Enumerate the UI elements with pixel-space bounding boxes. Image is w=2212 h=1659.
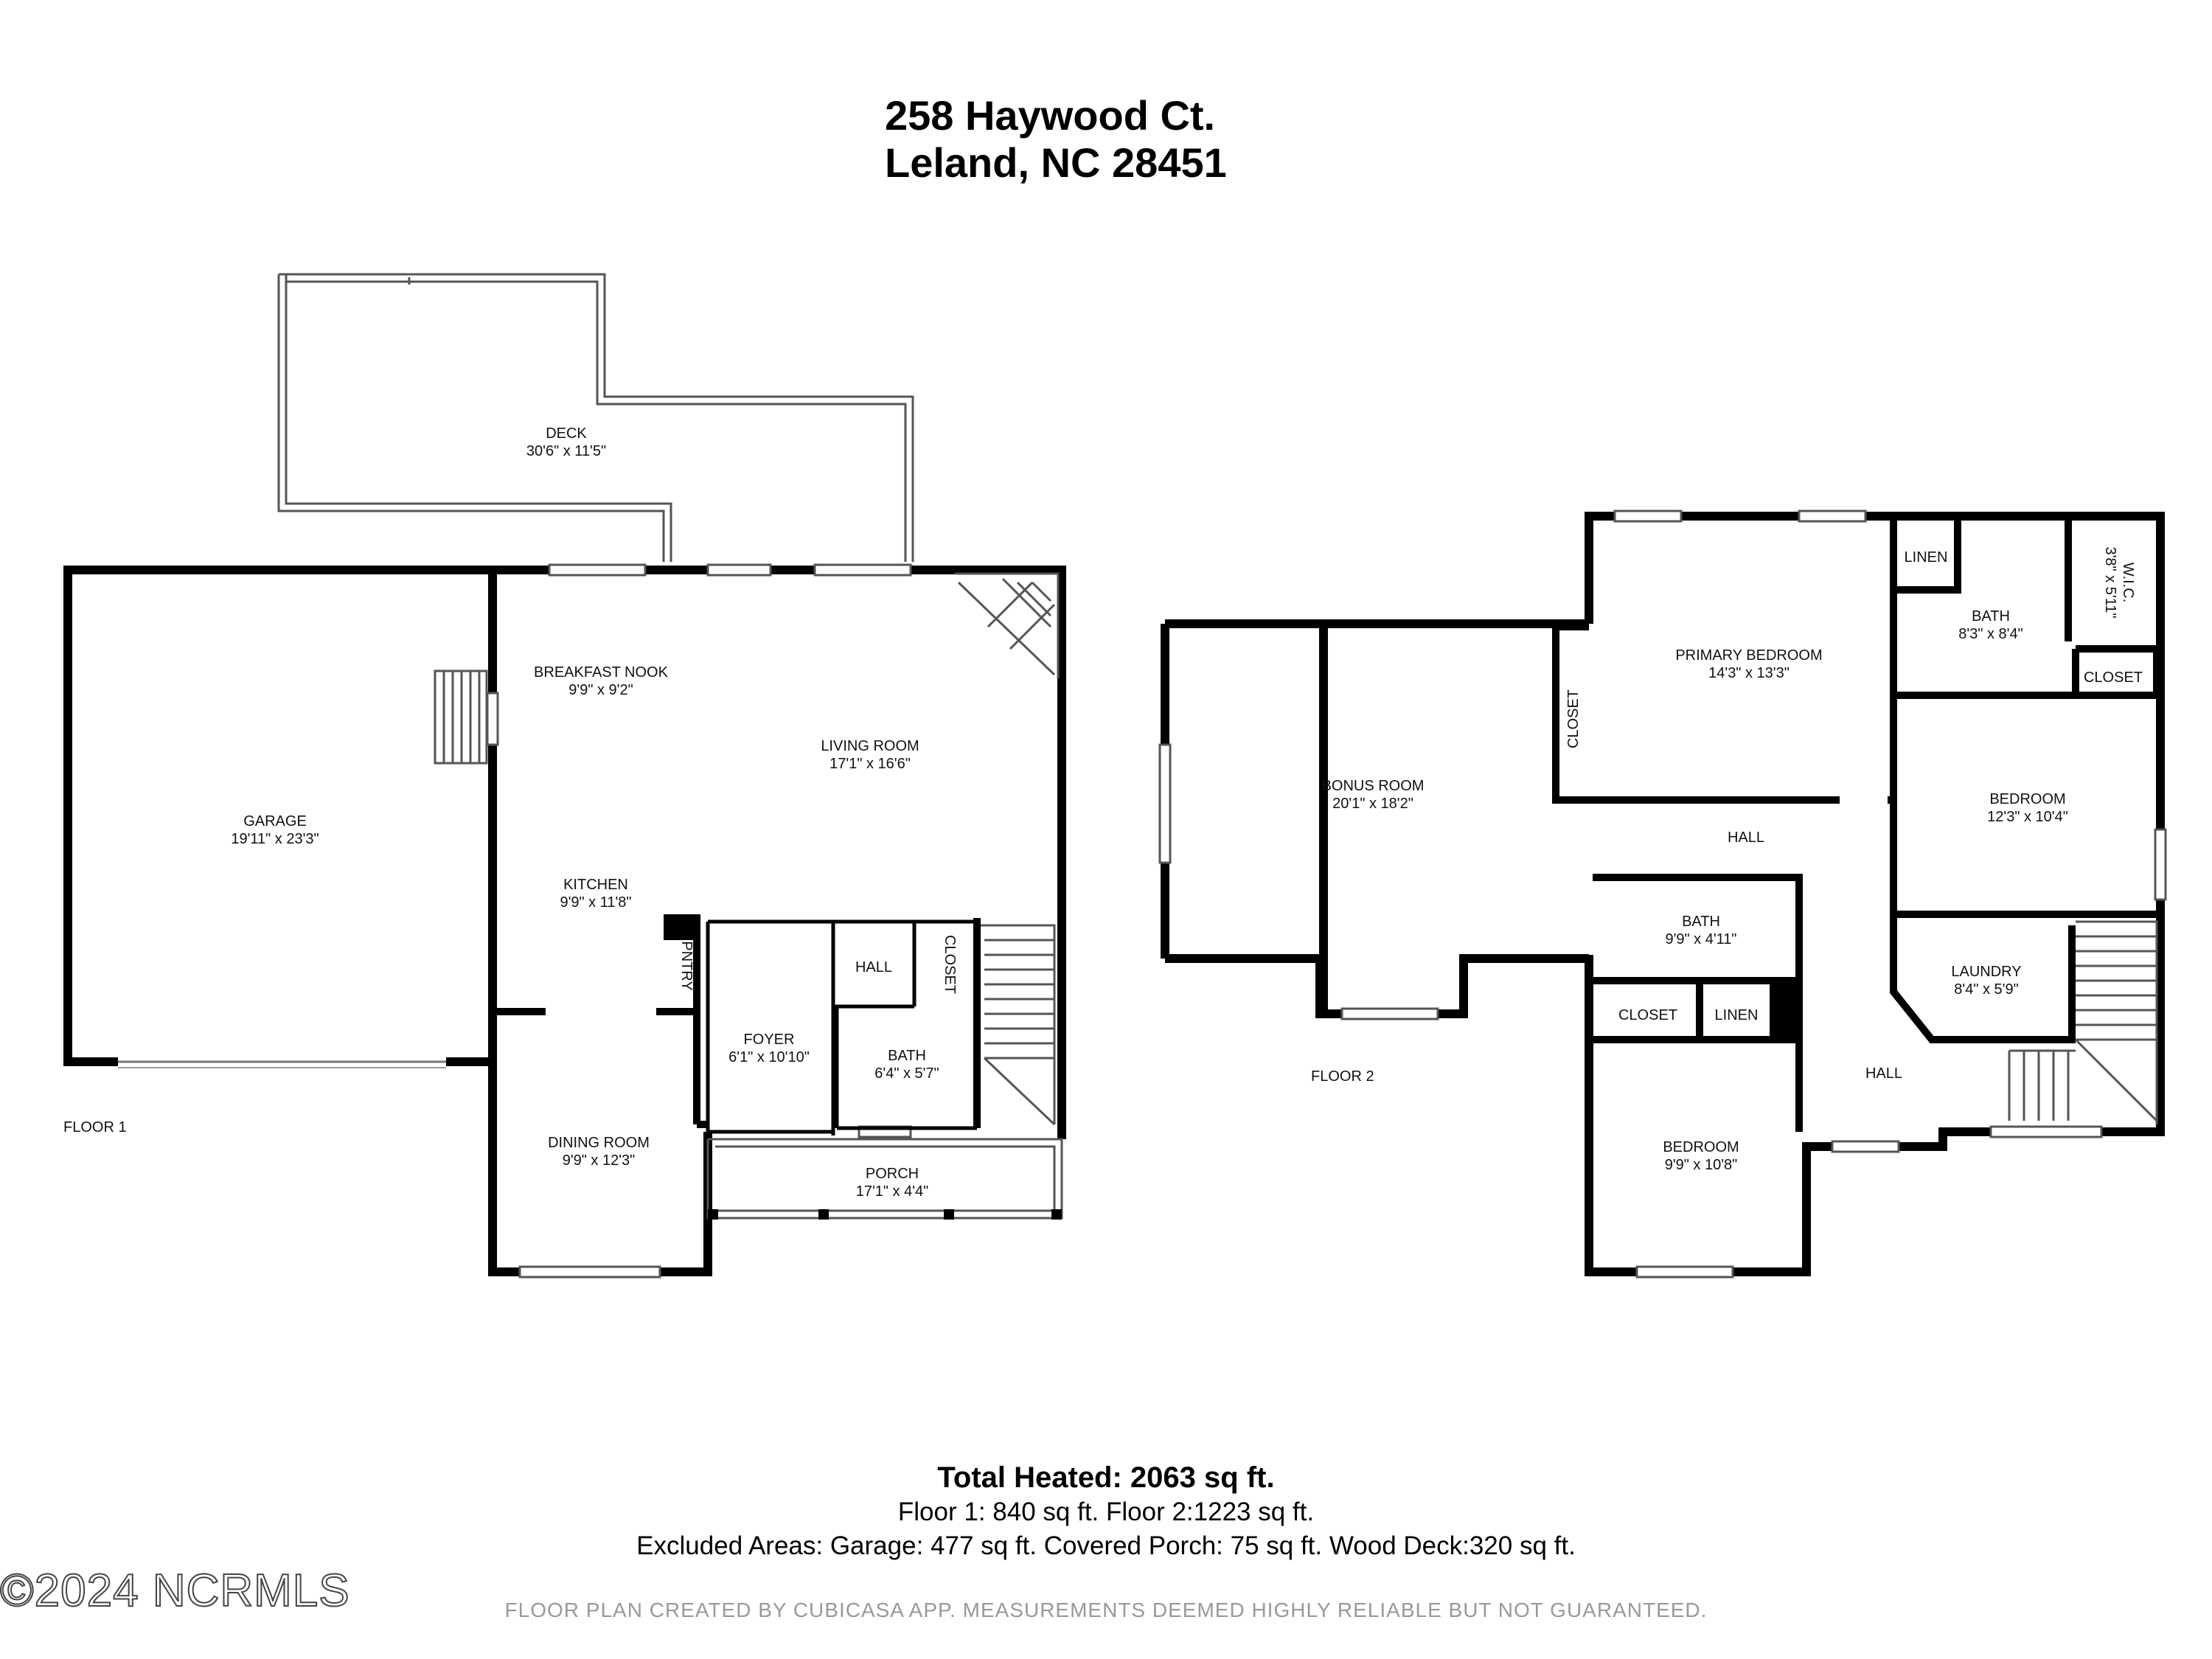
floor-1-plan: DECK 30'6" x 11'5" GARAGE 19'11" x 23'3"… <box>63 273 1066 1279</box>
pantry-block <box>664 918 697 940</box>
primary-bedroom-dims: 14'3" x 13'3" <box>1708 665 1790 681</box>
porch-name: PORCH <box>866 1166 919 1182</box>
bath-primary-name: BATH <box>1972 608 2010 625</box>
bonus-room-dims: 20'1" x 18'2" <box>1332 796 1413 812</box>
address-line-1: 258 Haywood Ct. <box>885 92 1216 139</box>
floor-1-labels: DECK 30'6" x 11'5" GARAGE 19'11" x 23'3"… <box>63 425 958 1200</box>
bedroom-right-name: BEDROOM <box>1989 791 2065 807</box>
deck-dims: 30'6" x 11'5" <box>526 443 606 459</box>
bath-hall-name: BATH <box>1682 914 1720 930</box>
closet-right-name: CLOSET <box>2084 669 2143 686</box>
linen-top-name: LINEN <box>1905 549 1948 566</box>
living-room-dims: 17'1" x 16'6" <box>830 756 911 772</box>
address-title: 258 Haywood Ct. Leland, NC 28451 <box>885 92 1253 187</box>
closet-name: CLOSET <box>942 935 958 994</box>
dining-room-dims: 9'9" x 12'3" <box>563 1152 636 1169</box>
floor-1-interior-walls <box>493 914 981 1128</box>
hall-bottom-name: HALL <box>1865 1065 1902 1082</box>
garage-name: GARAGE <box>243 813 307 830</box>
total-heated: Total Heated: 2063 sq ft. <box>937 1461 1275 1494</box>
pantry-name: PNTRY <box>678 941 695 990</box>
floor-2-interior-walls <box>1552 520 2160 1132</box>
linen-small-name: LINEN <box>1715 1007 1759 1023</box>
breakfast-nook-dims: 9'9" x 9'2" <box>568 682 633 698</box>
kitchen-dims: 9'9" x 11'8" <box>560 894 631 911</box>
floor-2-label: FLOOR 2 <box>1311 1068 1374 1085</box>
foyer-dims: 6'1" x 10'10" <box>728 1049 810 1065</box>
floor-1-label: FLOOR 1 <box>63 1119 127 1135</box>
bedroom-bottom-dims: 9'9" x 10'8" <box>1665 1157 1738 1173</box>
hall-name: HALL <box>855 959 892 975</box>
deck-outline <box>277 273 914 562</box>
bedroom-right-dims: 12'3" x 10'4" <box>1987 809 2068 825</box>
bath-name: BATH <box>888 1048 926 1064</box>
excluded-areas: Excluded Areas: Garage: 477 sq ft. Cover… <box>636 1531 1576 1560</box>
porch-dims: 17'1" x 4'4" <box>856 1183 929 1200</box>
floor-2-plan: BONUS ROOM 20'1" x 18'2" CLOSET PRIMARY … <box>1158 509 2167 1279</box>
closet-small-name: CLOSET <box>1618 1007 1677 1023</box>
hall-stairs-floor-2 <box>2008 920 2158 1124</box>
disclaimer-text: FLOOR PLAN CREATED BY CUBICASA APP. MEAS… <box>504 1599 1708 1621</box>
wic-dims: 3'8" x 5'11" <box>2102 546 2118 618</box>
living-room-name: LIVING ROOM <box>821 738 919 754</box>
bath-hall-dims: 9'9" x 4'11" <box>1665 931 1736 947</box>
hall-stairs-floor-1 <box>981 924 1056 1126</box>
floor-2-windows <box>1158 509 2167 1279</box>
garage-dims: 19'11" x 23'3" <box>231 831 319 847</box>
breakfast-nook-name: BREAKFAST NOOK <box>534 664 669 681</box>
bath-primary-dims: 8'3" x 8'4" <box>1958 626 2023 642</box>
floor-2-labels: BONUS ROOM 20'1" x 18'2" CLOSET PRIMARY … <box>1311 546 2143 1173</box>
bath-dims: 6'4" x 5'7" <box>874 1065 939 1082</box>
laundry-name: LAUNDRY <box>1951 964 2021 980</box>
bedroom-bottom-name: BEDROOM <box>1663 1139 1739 1155</box>
garage-steps <box>434 669 488 765</box>
closet-vertical-name: CLOSET <box>1565 689 1582 748</box>
hall-top-name: HALL <box>1728 830 1764 846</box>
laundry-dims: 8'4" x 5'9" <box>1954 981 2018 998</box>
bonus-room-name: BONUS ROOM <box>1322 778 1425 794</box>
primary-bedroom-name: PRIMARY BEDROOM <box>1675 647 1822 664</box>
wic-name: W.I.C. <box>2120 563 2136 602</box>
area-summary: Total Heated: 2063 sq ft. Floor 1: 840 s… <box>0 1460 2212 1563</box>
linen-block <box>1770 981 1799 1040</box>
address-line-2: Leland, NC 28451 <box>885 139 1227 186</box>
foyer-name: FOYER <box>744 1032 795 1048</box>
copyright-watermark: ©2024 NCRMLS <box>0 1565 350 1617</box>
living-room-stairs <box>955 572 1060 678</box>
kitchen-name: KITCHEN <box>563 877 628 893</box>
floor-areas: Floor 1: 840 sq ft. Floor 2:1223 sq ft. <box>897 1498 1315 1526</box>
deck-name: DECK <box>546 425 587 442</box>
dining-room-name: DINING ROOM <box>548 1135 650 1151</box>
